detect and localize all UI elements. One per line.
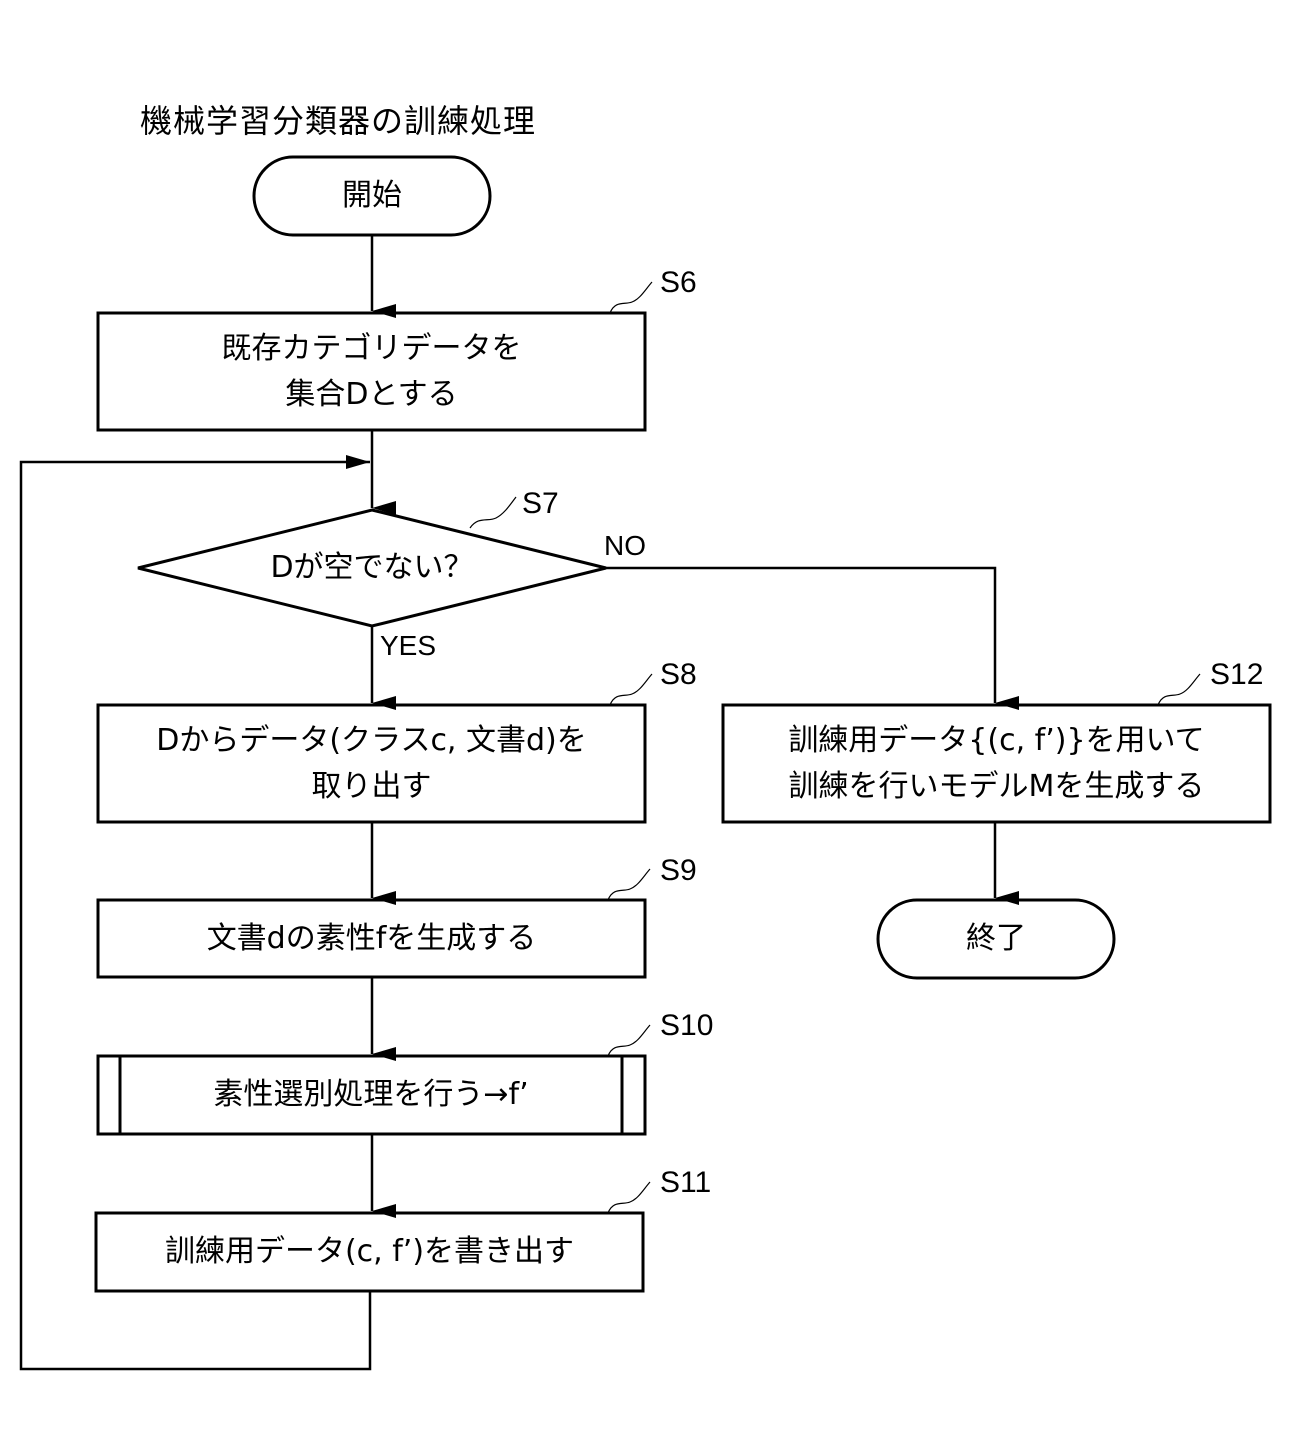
s7-decision-text: Dが空でない？: [180, 540, 564, 596]
s9-process-text: 文書dの素性fを生成する: [98, 900, 645, 977]
start-terminal-text: 開始: [254, 157, 490, 235]
s6-process-text: 既存カテゴリデータを 集合Dとする: [98, 313, 645, 430]
s11-leader-line: [608, 1182, 650, 1213]
s10-leader-line: [608, 1025, 650, 1056]
s7-no-label: NO: [604, 530, 646, 562]
s12-step-label: S12: [1210, 658, 1263, 692]
s9-leader-line: [608, 869, 650, 900]
diagram-title: 機械学習分類器の訓練処理: [140, 96, 536, 142]
s8-process-text: Dからデータ(クラスc, 文書d)を 取り出す: [98, 705, 645, 822]
s6-leader-line: [610, 282, 652, 313]
s8-step-label: S8: [660, 658, 697, 692]
end-terminal-text: 終了: [878, 900, 1114, 978]
s11-step-label: S11: [660, 1166, 711, 1200]
s8-leader-line: [610, 674, 652, 705]
s10-step-label: S10: [660, 1009, 713, 1043]
loop-arrowhead: [346, 455, 370, 469]
s7-step-label: S7: [522, 487, 559, 521]
s9-step-label: S9: [660, 854, 697, 888]
s10-process-text: 素性選別処理を行う→f’: [120, 1056, 622, 1134]
s11-process-text: 訓練用データ(c, f’)を書き出す: [96, 1213, 643, 1291]
s12-process-text: 訓練用データ{(c, f’)}を用いて 訓練を行いモデルMを生成する: [723, 705, 1270, 822]
s6-step-label: S6: [660, 266, 697, 300]
s7-leader-line: [470, 497, 516, 528]
s12-leader-line: [1158, 674, 1200, 705]
s7-yes-label: YES: [380, 630, 436, 662]
